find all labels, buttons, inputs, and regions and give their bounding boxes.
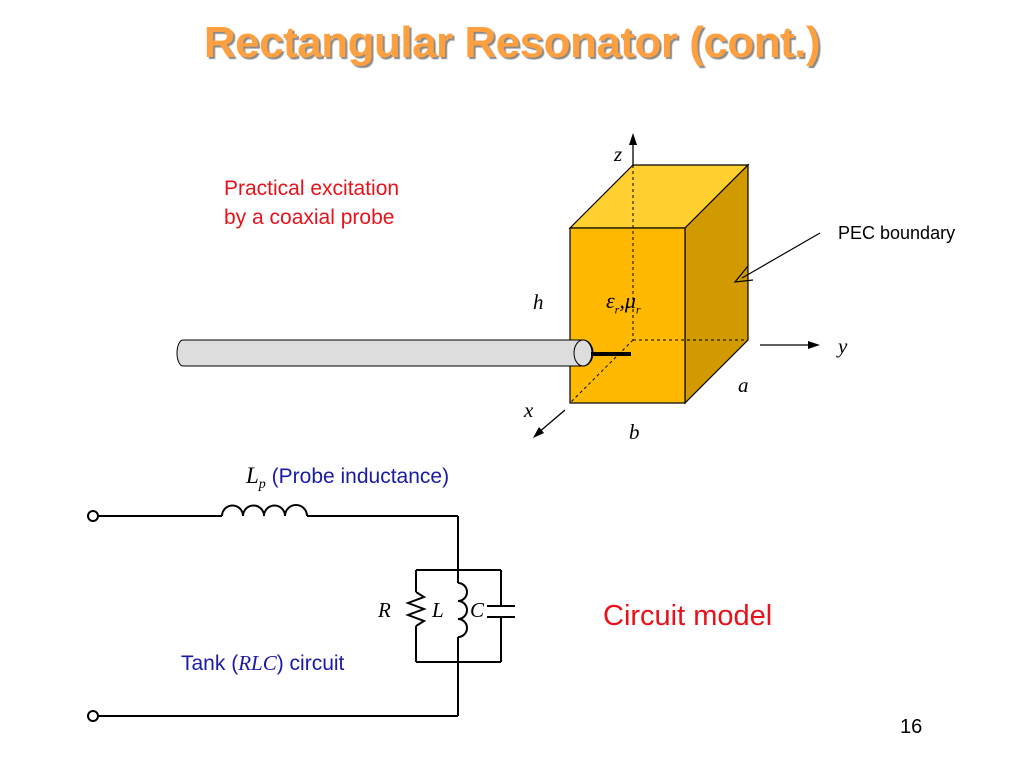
inductor-l — [457, 582, 468, 638]
inductor-label: L — [432, 598, 444, 622]
lp-subscript: p — [258, 477, 266, 493]
axis-x-label: x — [524, 398, 534, 422]
circuit-model — [87, 504, 515, 722]
lp-label: Lp (Probe inductance) — [246, 463, 449, 493]
pec-boundary-label: PEC boundary — [838, 223, 956, 243]
terminal-top — [87, 510, 99, 522]
y-axis-arrowhead — [808, 341, 820, 349]
axis-z-label: z — [614, 142, 623, 166]
capacitor-label: C — [470, 598, 485, 622]
excitation-line-2: by a coaxial probe — [224, 206, 395, 229]
permittivity-symbol: ε — [606, 288, 615, 313]
material-parameters-label: εr,μr — [606, 288, 641, 317]
excitation-label: Practical excitation by a coaxial probe — [224, 174, 399, 232]
slide-title: Rectangular Resonator (cont.) — [203, 18, 821, 67]
inductor-lp — [221, 504, 308, 517]
lp-description: (Probe inductance) — [271, 465, 450, 488]
slide-number: 16 — [900, 716, 923, 738]
x-axis — [537, 409, 566, 434]
hidden-edges — [569, 165, 748, 404]
lp-symbol: L — [246, 463, 259, 488]
x-axis-arrowhead — [533, 427, 544, 438]
permeability-subscript: r — [635, 302, 641, 317]
tank-rlc: RLC — [238, 651, 277, 675]
permeability-symbol: μ — [624, 288, 636, 313]
circuit-model-label: Circuit model — [603, 600, 773, 632]
axis-y-label: y — [838, 334, 848, 358]
terminal-bottom — [87, 710, 99, 722]
pec-pointer-arrowhead — [733, 265, 754, 283]
material-separator: , — [619, 288, 625, 313]
resistor-label: R — [378, 598, 391, 622]
dimension-h-label: h — [533, 290, 544, 314]
dimension-b-label: b — [629, 420, 640, 444]
coax-probe — [176, 339, 594, 367]
tank-suffix: ) circuit — [276, 652, 345, 675]
tank-prefix: Tank ( — [181, 652, 239, 675]
coax-probe-end — [573, 339, 593, 367]
tank-circuit-label: Tank (RLC) circuit — [181, 651, 344, 676]
excitation-line-1: Practical excitation — [224, 177, 400, 200]
permittivity-subscript: r — [614, 302, 620, 317]
pec-pointer-line — [741, 232, 821, 279]
z-axis-arrowhead — [629, 133, 637, 145]
dimension-a-label: a — [738, 373, 749, 397]
box-front-face — [569, 227, 686, 404]
resistor-r — [405, 591, 427, 627]
